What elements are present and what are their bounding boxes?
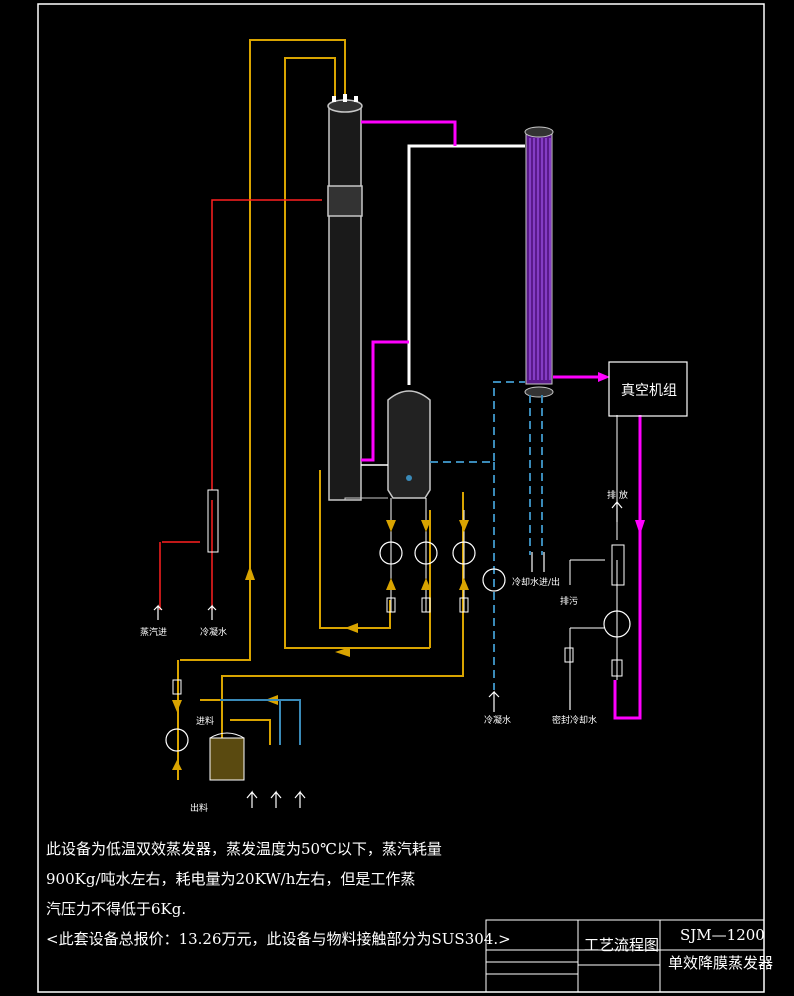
steam-in-label: 蒸汽进 <box>140 628 168 638</box>
title-block <box>485 919 765 993</box>
note-line-4: <此套设备总报价：13.26万元，此设备与物料接触部分为SUS304.> <box>46 930 511 948</box>
exhaust-label: 排 放 <box>607 491 628 501</box>
valves <box>172 489 625 695</box>
condenser <box>524 126 554 398</box>
steam-arrows <box>245 566 358 705</box>
water-lines-solid <box>220 699 301 745</box>
sight-glass-icon <box>406 475 412 481</box>
vacuum-unit-label: 真空机组 <box>621 383 677 399</box>
note-line-2: 900Kg/吨水左右，耗电量为20KW/h左右，但是工作蒸 <box>46 870 416 888</box>
drawing-name: 工艺流程图 <box>584 936 660 954</box>
note-line-3: 汽压力不得低于6Kg. <box>46 900 187 918</box>
cooling-water-label: 冷却水进/出 <box>512 578 561 588</box>
valve-markers <box>172 520 469 770</box>
drawing-border <box>37 3 765 993</box>
drawing-number: SJM—1200 <box>680 926 765 944</box>
seal-water-label: 密封冷却水 <box>552 716 598 726</box>
feed-label: 进料 <box>196 717 215 727</box>
evaporator-column <box>327 99 363 501</box>
drain-label: 排污 <box>560 597 579 607</box>
feed-tank <box>209 732 245 781</box>
separator-vessel <box>387 390 431 499</box>
note-line-1: 此设备为低温双效蒸发器，蒸发温度为50℃以下，蒸汽耗量 <box>46 840 442 858</box>
red-line <box>159 199 322 610</box>
condensate-label: 冷凝水 <box>200 628 228 638</box>
vapor-pipe <box>407 144 525 385</box>
cooling-water-out-label: 冷凝水 <box>484 716 512 726</box>
column-top-nozzles <box>332 94 358 102</box>
outlet-arrows <box>153 500 623 808</box>
outlet-label: 出料 <box>190 804 209 814</box>
water-lines <box>430 381 543 690</box>
vacuum-unit-box <box>608 361 688 417</box>
equipment-name: 单效降膜蒸发器 <box>668 954 774 972</box>
secondary-vapor-lines <box>361 120 642 720</box>
